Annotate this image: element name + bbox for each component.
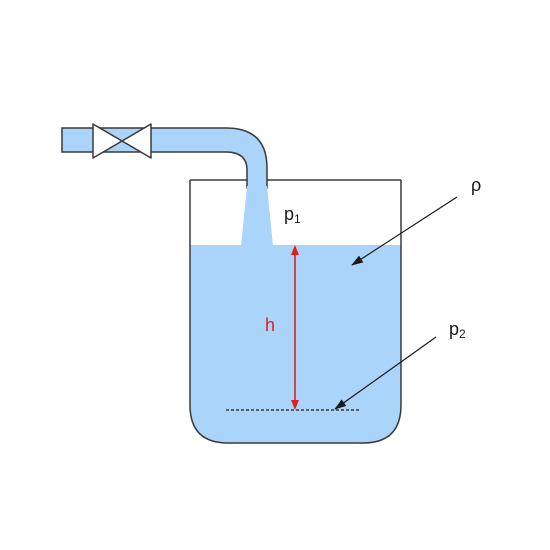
rho-pointer-arrow bbox=[351, 196, 458, 266]
p1-label: p1 bbox=[284, 204, 301, 226]
valve-icon bbox=[92, 123, 152, 159]
rho-label: ρ bbox=[471, 175, 482, 195]
p2-pointer-arrow bbox=[334, 336, 437, 410]
tank bbox=[189, 180, 402, 444]
water-stream bbox=[241, 186, 273, 246]
p2-label: p2 bbox=[449, 319, 466, 341]
height-label: h bbox=[265, 315, 276, 335]
